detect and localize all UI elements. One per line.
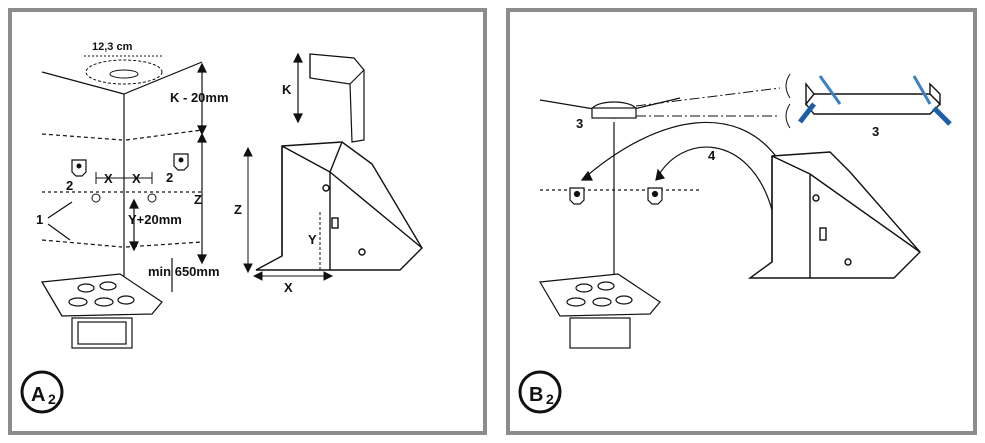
room-corner [41,61,203,282]
cooktop-b [539,273,661,349]
chimney-bracket [309,53,365,143]
badge-b-sub: 2 [546,391,554,407]
dim-top-label: 12,3 cm [92,41,133,53]
dim-k-arrow [293,52,303,124]
placement-arcs [580,121,781,211]
badge-a-letter: A [31,384,45,406]
num-2b: 2 [166,170,173,185]
hood-body-b [747,151,921,279]
dim-z-label: Z [194,192,202,207]
zoomed-bracket [805,82,941,115]
cooktop [41,273,163,349]
badge-b2: B 2 [518,370,562,414]
num-3b: 3 [872,124,879,139]
drill-hole-right [147,193,157,203]
room-corner-b [539,97,700,274]
num-2a: 2 [66,178,73,193]
hood-y-label: Y [308,232,317,247]
dim-x1: X [104,171,113,186]
dim-x-arrows [95,172,153,184]
panel-a-drawing: 12,3 cm K - 20mm Z 2 2 [20,41,423,414]
drill-hole-left [91,193,101,203]
ceiling-hole [109,69,139,79]
num-1-arrows [47,201,73,241]
zoom-leader [635,73,791,129]
wall-bracket-right [173,153,189,171]
hood-body [255,141,423,271]
hood-dim-lines [243,146,334,281]
panel-b: 3 3 [506,8,977,435]
screws [798,75,952,126]
panel-b-drawing: 3 3 [518,73,952,414]
dim-k20-arrow [197,62,207,136]
hood-x-label: X [284,280,293,295]
dim-z-arrow [197,132,207,265]
ceiling-bracket [591,101,637,119]
dim-y20-label: Y+20mm [128,212,182,227]
dim-x2: X [132,171,141,186]
badge-b-letter: B [529,384,543,406]
panel-a: 12,3 cm K - 20mm Z 2 2 [8,8,487,435]
wall-brackets-b [569,187,663,205]
top-dimension-ellipse [85,59,163,85]
num-4: 4 [708,148,716,163]
dim-y20-arrow [129,198,139,252]
bracket-k-label: K [282,82,292,97]
num-3a: 3 [576,116,583,131]
hood-z-label: Z [234,202,242,217]
badge-a-sub: 2 [48,391,56,407]
dim-k20-label: K - 20mm [170,90,229,105]
dim-min-label: min 650mm [148,264,220,279]
wall-bracket-left [71,159,87,177]
num-1: 1 [36,212,43,227]
badge-a2: A 2 [20,370,64,414]
